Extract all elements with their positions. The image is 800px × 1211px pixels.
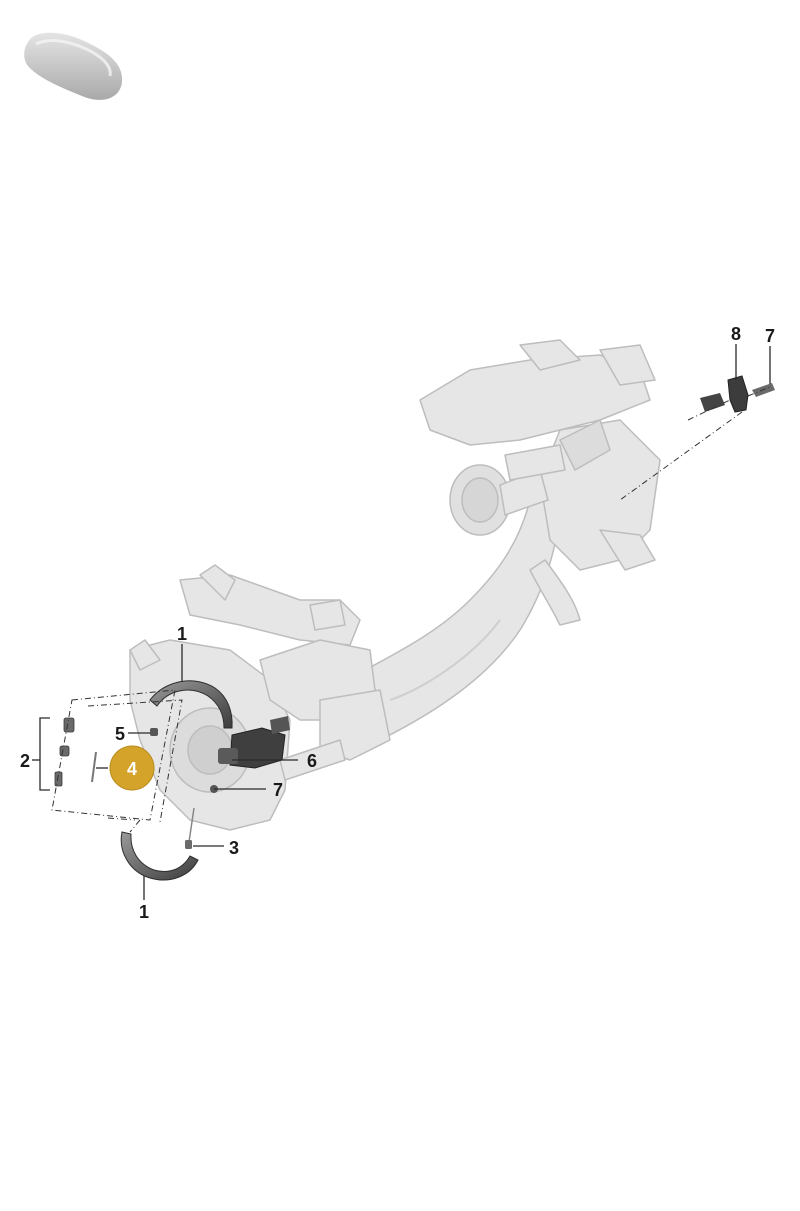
- spring: [91, 751, 97, 783]
- car-silhouette-icon: [24, 32, 123, 100]
- rear-axle-subframe: [129, 339, 661, 831]
- leader-lines: [32, 344, 771, 900]
- callout-7-top: 7: [765, 326, 775, 346]
- callout-7-lower: 7: [273, 780, 283, 800]
- retaining-pin: [185, 807, 195, 849]
- mounting-bracket: [700, 375, 749, 413]
- callout-2: 2: [20, 751, 30, 771]
- brake-shoe-lower: [120, 831, 199, 881]
- parking-brake-actuator: [218, 716, 290, 769]
- callout-5: 5: [115, 724, 125, 744]
- callout-1-bottom: 1: [139, 902, 149, 922]
- callout-1-top: 1: [177, 624, 187, 644]
- callout-3: 3: [229, 838, 239, 858]
- callout-6: 6: [307, 751, 317, 771]
- callout-4-badge: 4: [109, 745, 155, 791]
- assembly-lines: [51, 385, 773, 833]
- callout-4: 4: [127, 759, 137, 779]
- clip: [150, 728, 158, 736]
- callout-8: 8: [731, 324, 741, 344]
- brake-shoe-upper: [149, 680, 233, 729]
